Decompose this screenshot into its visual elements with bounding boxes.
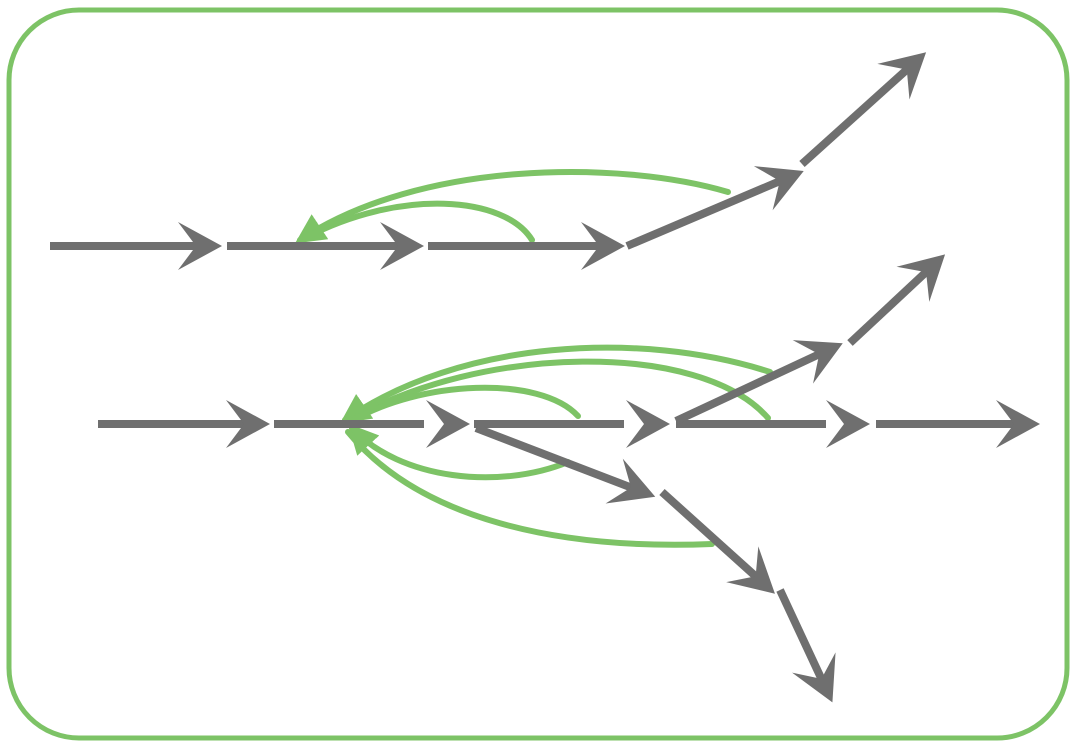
right-arrow-icon	[618, 149, 813, 268]
top-feedback-arc-inner	[305, 204, 532, 240]
bottom-row-feedback-arcs	[345, 348, 770, 545]
right-arrow-icon	[834, 237, 962, 361]
right-arrow-icon	[98, 400, 270, 448]
right-arrow-icon	[758, 580, 854, 713]
frame-border	[9, 10, 1067, 738]
top-row-flow-arrows	[50, 34, 942, 270]
bottom-row-flow-arrows	[98, 237, 1040, 713]
right-arrow-icon	[876, 400, 1040, 448]
top-row	[50, 34, 942, 270]
bottom-feedback-arc-3	[350, 388, 578, 422]
bottom-row	[98, 237, 1040, 713]
right-arrow-icon	[786, 34, 942, 181]
right-arrow-icon	[50, 222, 222, 270]
